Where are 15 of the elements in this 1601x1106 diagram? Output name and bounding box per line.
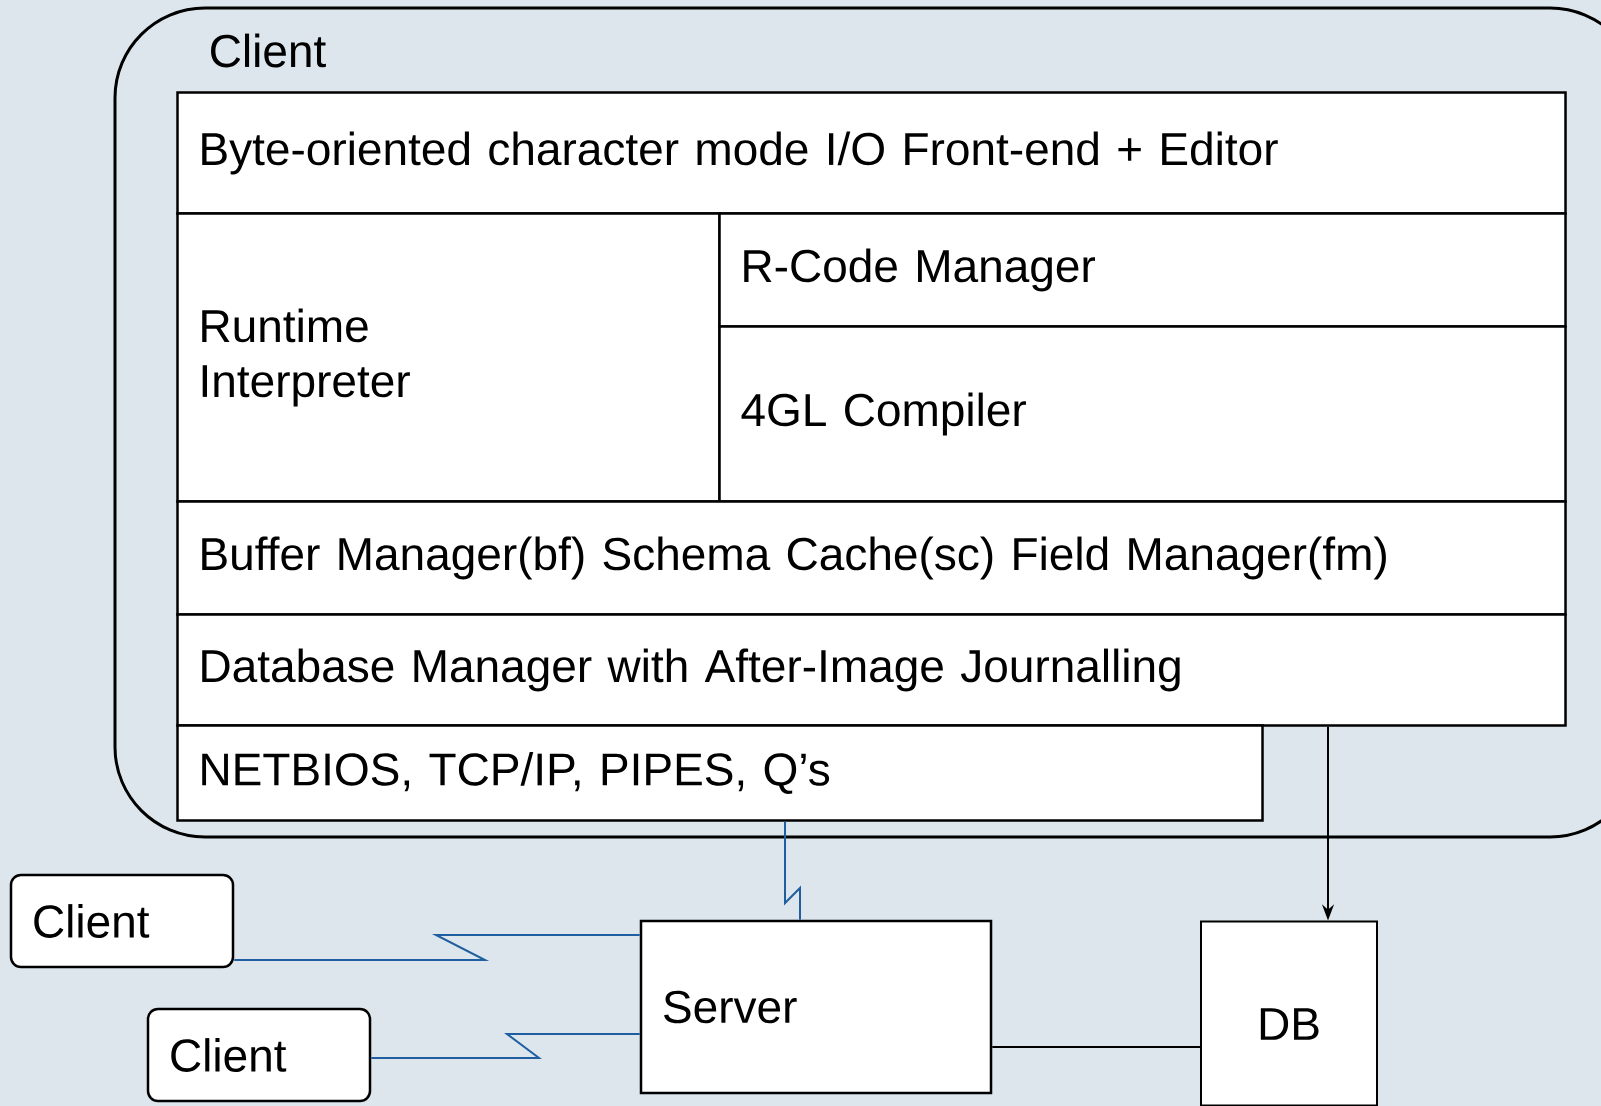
layer-box: Runtime Interpreter <box>176 212 721 503</box>
layer-box: NETBIOS, TCP/IP, PIPES, Q’s <box>176 724 1264 822</box>
layer-box: Buffer Manager(bf) Schema Cache(sc) Field Manager(fm) <box>176 500 1567 616</box>
connector <box>991 1046 1201 1048</box>
layer-box: Byte-oriented character mode I/O Front-end + Editor <box>176 91 1567 215</box>
connector <box>784 820 801 921</box>
client-box: Client <box>9 873 235 969</box>
layer-box: R-Code Manager <box>718 212 1567 328</box>
client-box: Client <box>146 1007 372 1103</box>
layer-box: 4GL Compiler <box>718 325 1567 503</box>
database-cylinder: DB <box>1200 920 1378 1106</box>
layer-box: Database Manager with After-Image Journalling <box>176 613 1567 727</box>
connector <box>233 934 641 961</box>
connector <box>370 1033 641 1059</box>
layer-box: Server <box>639 919 993 1095</box>
